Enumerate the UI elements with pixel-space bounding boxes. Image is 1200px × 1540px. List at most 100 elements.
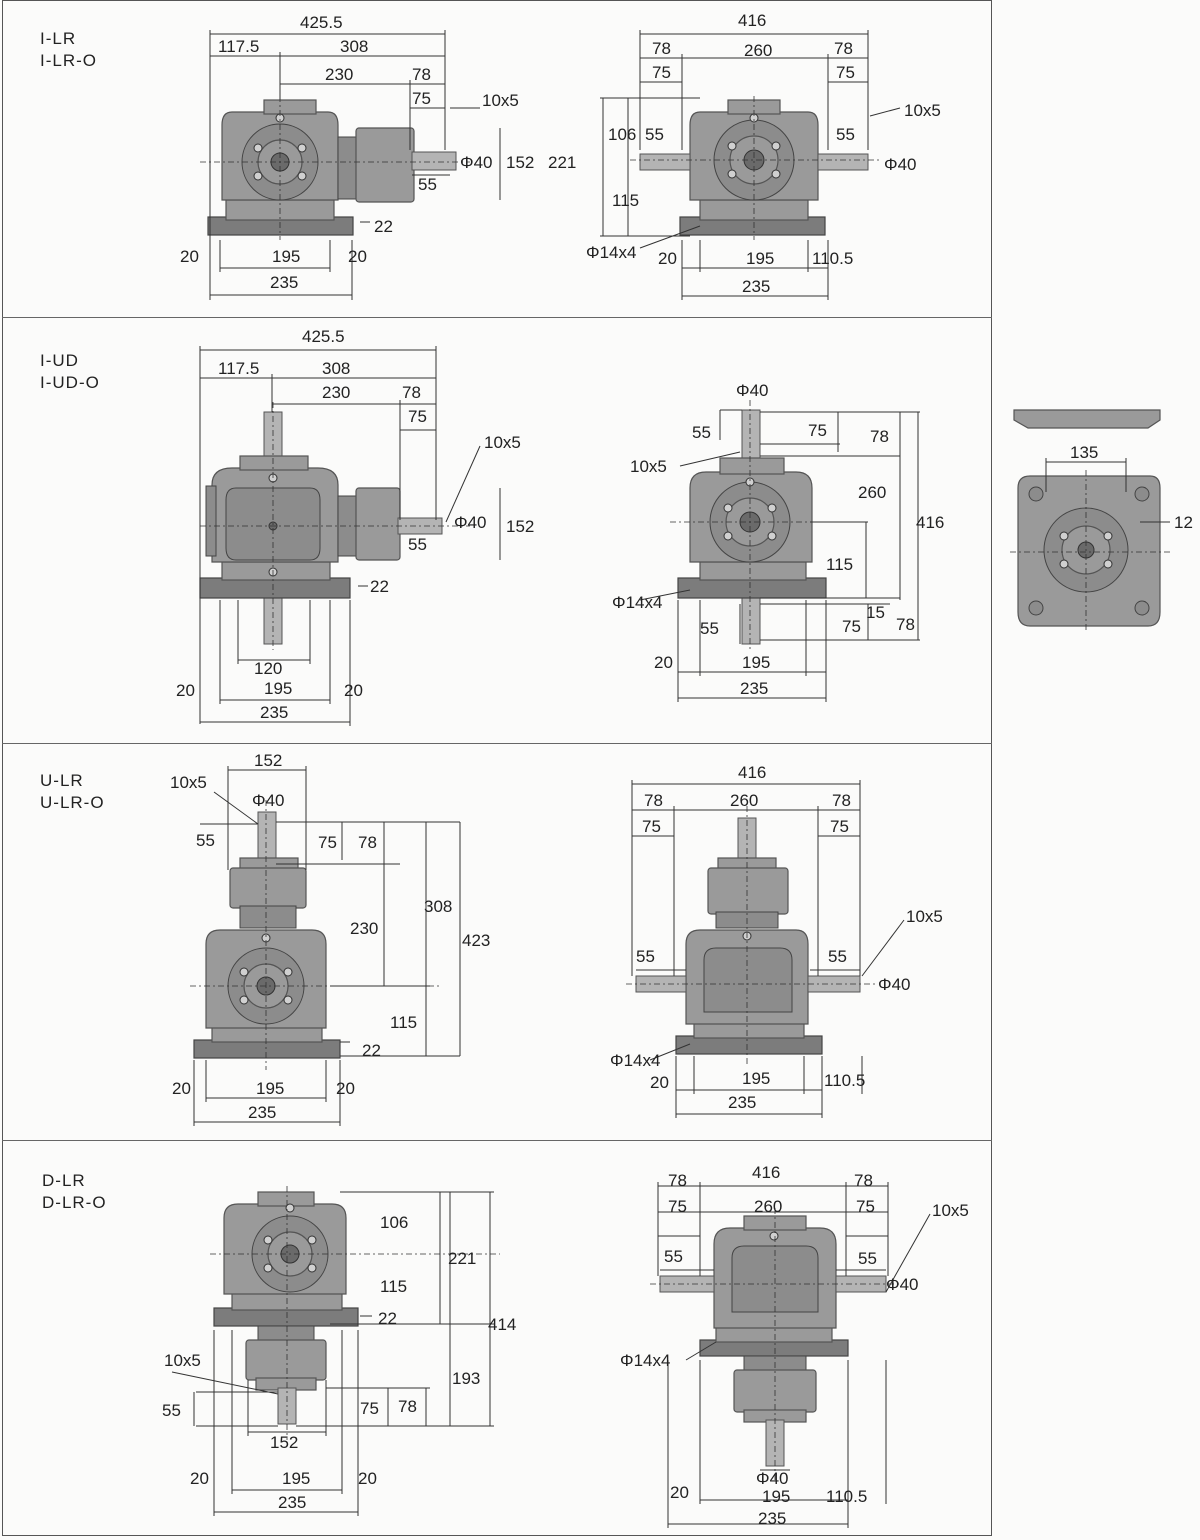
dim-label: 195: [762, 1487, 790, 1506]
section-divider: [2, 743, 992, 744]
dim-label: 416: [738, 763, 766, 782]
dim-label: 20: [348, 247, 367, 266]
keyway-label: 10x5: [482, 91, 519, 110]
dim-label: 235: [728, 1093, 756, 1112]
dim-label: 20: [172, 1079, 191, 1098]
drawing-frame: [2, 0, 992, 1536]
dim-label: 235: [270, 273, 298, 292]
keyway-label: 10x5: [904, 101, 941, 120]
dim-label: 75: [836, 63, 855, 82]
dim-label: 20: [654, 653, 673, 672]
ulr-side-view: [190, 800, 440, 1070]
dim-label: 55: [828, 947, 847, 966]
dim-label: 308: [340, 37, 368, 56]
dim-label: 221: [448, 1249, 476, 1268]
dim-label: 78: [398, 1397, 417, 1416]
model-label-iud: I-UD I-UD-O: [40, 350, 100, 394]
dim-label: 75: [808, 421, 827, 440]
dim-label: 416: [916, 513, 944, 532]
dim-label: 414: [488, 1315, 516, 1334]
dim-label: 195: [742, 653, 770, 672]
dim-label: 55: [645, 125, 664, 144]
dim-label: 260: [754, 1197, 782, 1216]
dim-label: 235: [278, 1493, 306, 1512]
dim-label: 78: [668, 1171, 687, 1190]
flange-dim-lines: [1045, 458, 1170, 523]
dim-label: 75: [856, 1197, 875, 1216]
dim-label: 78: [402, 383, 421, 402]
dim-overall-length: 425.5: [302, 327, 345, 346]
dim-label: 55: [636, 947, 655, 966]
mount-hole-label: Φ14x4: [620, 1351, 670, 1370]
iud-dim-lines: [199, 346, 501, 726]
dim-label: 230: [325, 65, 353, 84]
keyway-label: 10x5: [932, 1201, 969, 1220]
dim-label: 120: [254, 659, 282, 678]
dim-label: 152: [506, 517, 534, 536]
model-code: U-LR-O: [40, 793, 105, 812]
dim-label: 75: [830, 817, 849, 836]
dlr-dim-lines: [171, 1191, 494, 1516]
mount-hole-label: Φ14x4: [586, 243, 636, 262]
dim-overall-length: 425.5: [300, 13, 343, 32]
dim-label: 193: [452, 1369, 480, 1388]
dim-label: 416: [752, 1163, 780, 1182]
dim-label: 20: [658, 249, 677, 268]
dim-label: 78: [652, 39, 671, 58]
dim-label: 78: [834, 39, 853, 58]
dim-label: 117.5: [218, 359, 259, 378]
mount-hole-label: Φ14x4: [610, 1051, 660, 1070]
shaft-diameter-label: Φ40: [460, 153, 492, 172]
dim-label: 221: [548, 153, 576, 172]
model-label-ulr: U-LR U-LR-O: [40, 770, 105, 814]
section-divider: [2, 1140, 992, 1141]
dlr-side-view: [210, 1186, 500, 1440]
shaft-diameter-label: Φ40: [878, 975, 910, 994]
keyway-label: 10x5: [170, 773, 207, 792]
ilr-side-view: [200, 96, 470, 240]
dim-label: 75: [408, 407, 427, 426]
dim-label: 230: [350, 919, 378, 938]
dim-label: 110.5: [812, 249, 853, 268]
dim-label: 235: [742, 277, 770, 296]
dim-label: 55: [700, 619, 719, 638]
dim-label: 20: [358, 1469, 377, 1488]
dim-label: 78: [358, 833, 377, 852]
dim-label: 195: [272, 247, 300, 266]
dim-label: 22: [378, 1309, 397, 1328]
dim-label: 260: [744, 41, 772, 60]
dim-label: 195: [264, 679, 292, 698]
dim-label: 115: [612, 191, 639, 210]
model-code: D-LR: [42, 1171, 86, 1190]
dim-label: 235: [248, 1103, 276, 1122]
dim-label: 20: [176, 681, 195, 700]
keyway-label: 10x5: [630, 457, 667, 476]
dlr-front-view: [650, 1208, 900, 1480]
keyway-label: 10x5: [164, 1351, 201, 1370]
shaft-diameter-label: Φ40: [884, 155, 916, 174]
dim-label: 55: [836, 125, 855, 144]
dim-label: 152: [506, 153, 534, 172]
model-code: I-LR-O: [40, 51, 97, 70]
dim-label: 235: [740, 679, 768, 698]
dim-label: 416: [738, 11, 766, 30]
model-code: I-UD-O: [40, 373, 100, 392]
ulr-front-view: [626, 806, 876, 1064]
model-label-dlr: D-LR D-LR-O: [42, 1170, 107, 1214]
shaft-diameter-label: Φ40: [252, 791, 284, 810]
dim-label: 75: [842, 617, 861, 636]
keyway-label: 10x5: [906, 907, 943, 926]
shaft-diameter-label: Φ40: [756, 1469, 788, 1488]
model-code: D-LR-O: [42, 1193, 107, 1212]
dim-label: 260: [730, 791, 758, 810]
model-code: U-LR: [40, 771, 84, 790]
dim-label: 75: [412, 89, 431, 108]
dim-label: 78: [870, 427, 889, 446]
section-divider: [2, 317, 992, 318]
dim-label: 78: [896, 615, 915, 634]
mounting-flange: [1010, 409, 1170, 632]
shaft-diameter-label: Φ40: [736, 381, 768, 400]
model-code: I-LR: [40, 29, 77, 48]
